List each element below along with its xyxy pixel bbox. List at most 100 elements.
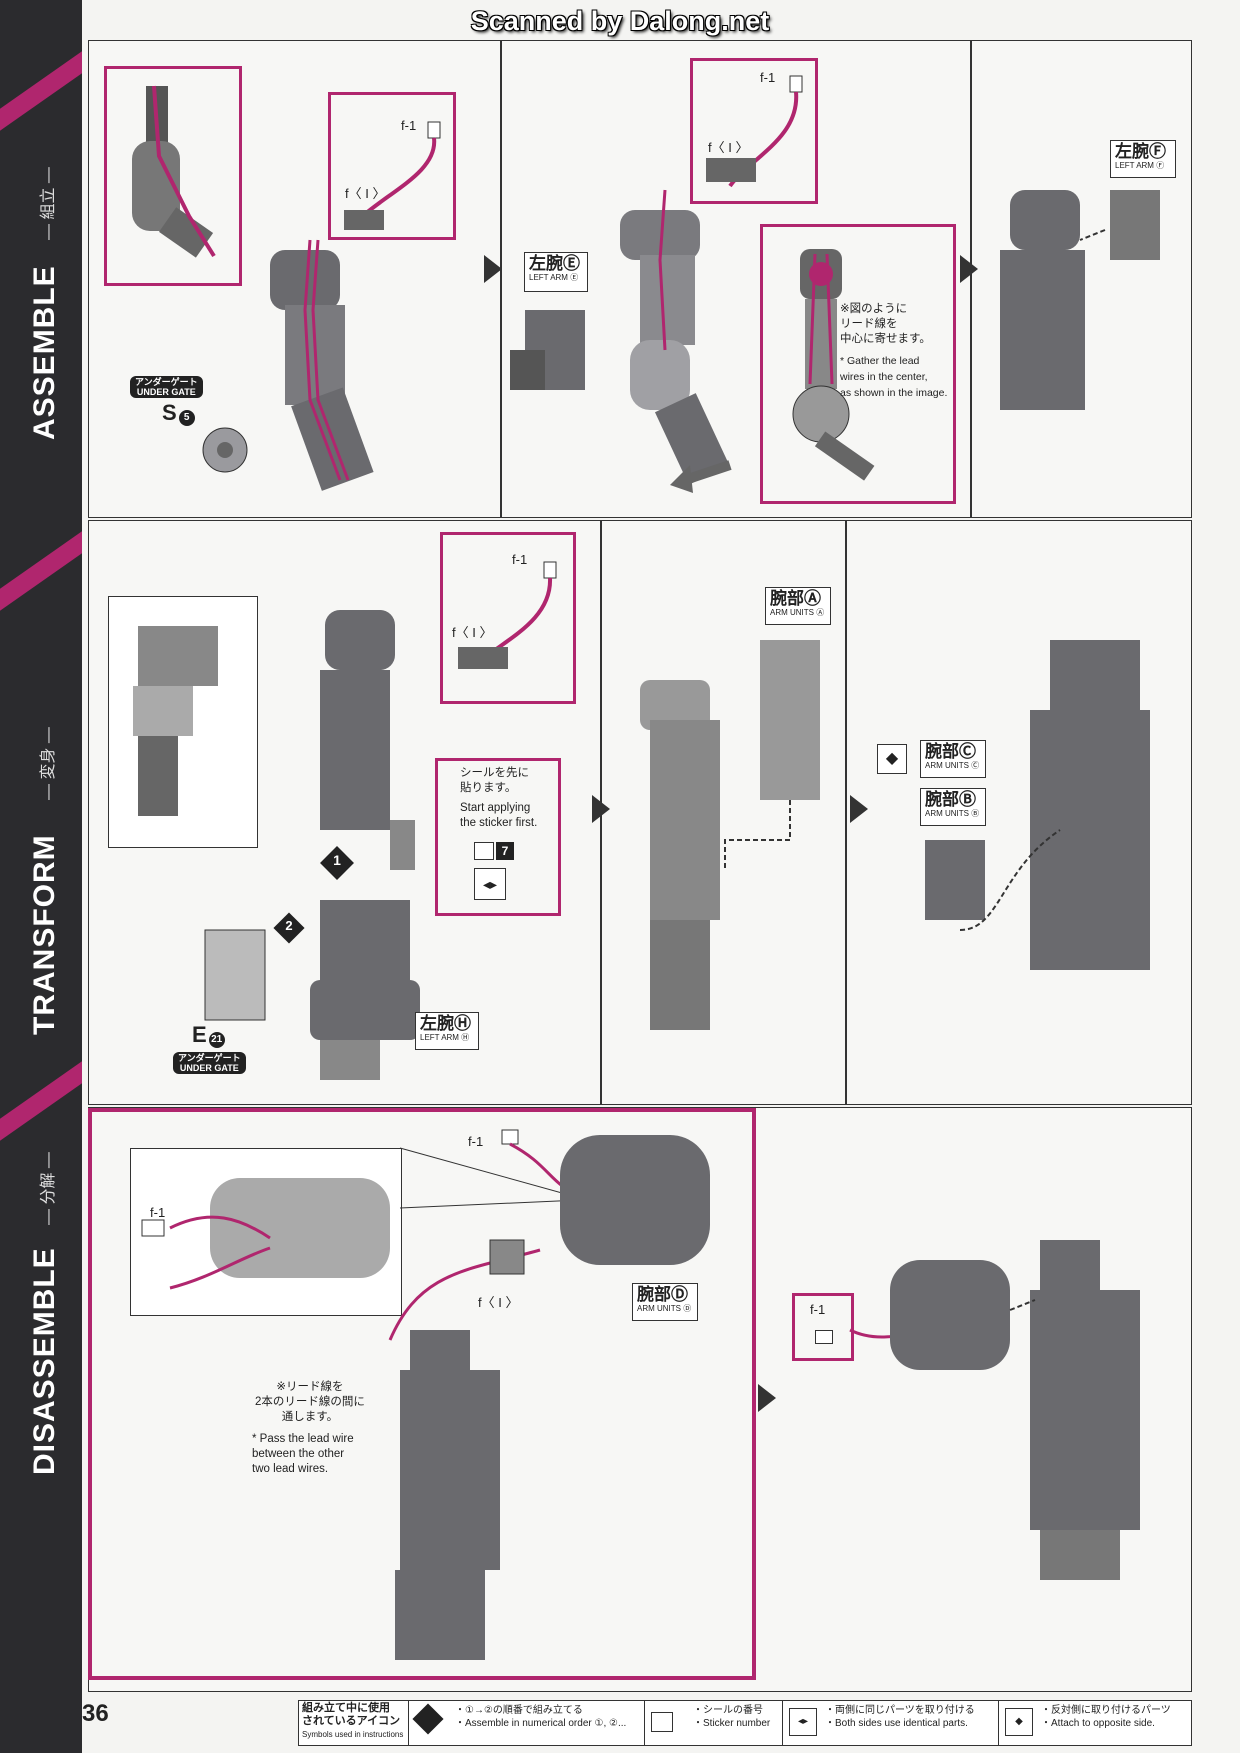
section-assemble: ASSEMBLE [28, 265, 62, 440]
step1-center-wires-drawing [792, 249, 875, 481]
step2-arm-drawing-2 [640, 640, 820, 1030]
footer-icon-opposite: ◆ ・反対側に取り付けるパーツ ・Attach to opposite side… [998, 1700, 1192, 1746]
footer-title-en: Symbols used in instructions [302, 1730, 404, 1739]
page-number: 36 [82, 1700, 109, 1727]
footer-icon1-jp: ・①→②の順番で組み立てる [455, 1705, 583, 1716]
step2-sticker-note-box [435, 758, 561, 916]
footer-icon-both-sides: ◂▸ ・両側に同じパーツを取り付ける ・Both sides use ident… [782, 1700, 998, 1746]
step2-f1-wire [458, 561, 557, 669]
watermark: Scanned by Dalong.net [470, 6, 770, 36]
section-disassemble-label: DISASSEMBLE [28, 1247, 61, 1475]
step1-arrow-2 [960, 255, 978, 283]
part-s-number: 5 [178, 410, 195, 426]
label-left-arm-e-jp: 左腕Ⓔ [529, 254, 580, 273]
step1-part-e [510, 310, 585, 390]
step1-gate-en: UNDER GATE [136, 387, 196, 397]
opposite-side-icon: ◆ [877, 744, 907, 774]
footer-icon2-en: ・Sticker number [693, 1718, 771, 1729]
step2-hand-drawing [310, 900, 420, 1080]
section-transform-label: TRANSFORM [28, 834, 61, 1035]
step1-fI-label: f〈 I 〉 [345, 186, 386, 201]
step1-f1-detail-2 [690, 58, 818, 204]
label-left-arm-h-en: LEFT ARM Ⓗ [420, 1033, 470, 1042]
label-left-arm-f-en: LEFT ARM Ⓕ [1115, 161, 1165, 170]
step3-fI-label: f〈 I 〉 [478, 1295, 519, 1310]
sidebar-stripe-1 [0, 51, 82, 131]
step3-arrow [758, 1384, 776, 1412]
section-assemble-jp-label: 組立 [40, 187, 57, 220]
label-arm-units-c: 腕部Ⓒ ARM UNITS Ⓒ [920, 740, 986, 778]
step2-panel [88, 520, 1192, 1105]
step1-gate-jp: アンダーゲート [135, 377, 198, 387]
step1-arm-drawing-3 [1000, 190, 1160, 410]
opposite-side-footer-icon: ◆ [1005, 1708, 1033, 1736]
step3-f1-box [792, 1293, 854, 1361]
label-left-arm-e: 左腕Ⓔ LEFT ARM Ⓔ [524, 252, 588, 292]
sidebar-stripe-2 [0, 531, 82, 611]
sticker-number: 7 [496, 842, 514, 860]
step1-center-wires-detail [760, 224, 956, 504]
footer-title-jp: 組み立て中に使用 されているアイコン [302, 1702, 401, 1727]
step2-arrow-1 [592, 795, 610, 823]
step2-arm-drawing [320, 610, 415, 870]
label-arm-units-b-en: ARM UNITS Ⓑ [925, 809, 980, 818]
step1-f1-wire [344, 121, 441, 230]
step3-f1-label-right: f-1 [810, 1302, 826, 1317]
step1-gate-badge: アンダーゲート UNDER GATE [130, 376, 203, 398]
sidebar: ASSEMBLE — 組立 — TRANSFORM — 変身 — DISASSE… [0, 0, 82, 1753]
step3-f1-label-top: f-1 [468, 1134, 484, 1149]
step1-center-note-jp: ※図のように リード線を 中心に寄せます。 [840, 303, 931, 345]
step3-note-en: * Pass the lead wire between the other t… [252, 1433, 354, 1475]
label-arm-units-a-en: ARM UNITS Ⓐ [770, 608, 825, 617]
step1-f1-wire-2 [706, 75, 803, 188]
footer-bar [298, 1700, 1192, 1746]
step1-arrow-1 [484, 255, 502, 283]
step2-f1-detail [440, 532, 576, 704]
footer-icon4-en: ・Attach to opposite side. [1041, 1718, 1155, 1729]
both-sides-icon: ◂▸ [474, 868, 506, 900]
footer-icon3-en: ・Both sides use identical parts. [825, 1718, 968, 1729]
step2-detail-drawing [133, 626, 218, 816]
step2-divider-2 [845, 520, 847, 1105]
footer-icon4-jp: ・反対側に取り付けるパーツ [1041, 1705, 1171, 1716]
step1-center-note-en: * Gather the lead wires in the center, a… [840, 355, 948, 399]
step1-f1-label-2: f-1 [760, 70, 776, 85]
section-disassemble: DISASSEMBLE [28, 1247, 62, 1475]
step3-arm-drawing [395, 1330, 500, 1660]
label-arm-units-c-jp: 腕部Ⓒ [925, 742, 976, 761]
step3-fI-connector [388, 1239, 541, 1341]
sticker-icon [474, 842, 494, 860]
label-left-arm-h: 左腕Ⓗ LEFT ARM Ⓗ [415, 1012, 479, 1050]
step1-f1-detail [328, 92, 456, 240]
step3-callout-lines [399, 1147, 581, 1209]
step2-gate-badge: アンダーゲート UNDER GATE [173, 1052, 246, 1074]
step1-f1-label: f-1 [401, 118, 417, 133]
part-e-number: 21 [208, 1032, 225, 1048]
label-left-arm-e-en: LEFT ARM Ⓔ [529, 273, 579, 282]
footer-title: 組み立て中に使用 されているアイコン Symbols used in instr… [298, 1700, 408, 1746]
step3-note-jp: ※リード線を 2本のリード線の間に 通します。 [255, 1381, 365, 1423]
step1-arm-drawing [270, 239, 374, 491]
both-sides-footer-icon: ◂▸ [789, 1708, 817, 1736]
section-assemble-label: ASSEMBLE [28, 265, 61, 440]
section-disassemble-jp-label: 分解 [40, 1172, 57, 1205]
step1-inset-wiring [104, 66, 242, 286]
part-e21 [204, 929, 266, 1021]
label-arm-units-a: 腕部Ⓐ ARM UNITS Ⓐ [765, 587, 831, 625]
section-assemble-jp: — 組立 — [40, 167, 57, 240]
label-arm-units-b: 腕部Ⓑ ARM UNITS Ⓑ [920, 788, 986, 826]
part-e-letter: E [192, 1022, 207, 1047]
step2-gate-jp: アンダーゲート [178, 1053, 241, 1063]
label-arm-units-d: 腕部Ⓓ ARM UNITS Ⓓ [632, 1283, 698, 1321]
label-arm-units-b-jp: 腕部Ⓑ [925, 790, 976, 809]
step2-f1-label: f-1 [512, 552, 528, 567]
label-arm-units-d-en: ARM UNITS Ⓓ [637, 1304, 692, 1313]
step3-arm-drawing-2 [849, 1240, 1140, 1580]
footer-icon-order: ・①→②の順番で組み立てる ・Assemble in numerical ord… [408, 1700, 644, 1746]
s5-part [202, 427, 248, 473]
step1-arm-drawing-2 [620, 189, 730, 485]
section-transform-jp-label: 変身 [40, 747, 57, 780]
section-transform-jp: — 変身 — [40, 727, 57, 800]
step2-arrow-2 [850, 795, 868, 823]
